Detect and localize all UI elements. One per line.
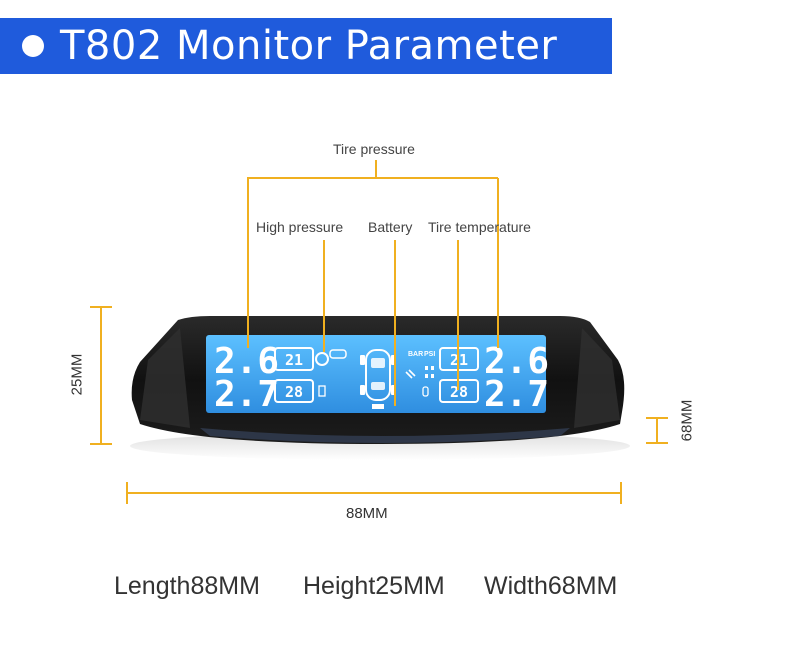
high-pressure-icon [329, 349, 347, 359]
left-rear-pressure: 2.7 [214, 374, 279, 415]
dimension-lines [90, 306, 668, 504]
left-front-temp-box [274, 347, 314, 371]
left-rear-temp-box [274, 379, 314, 403]
title-banner: T802 Monitor Parameter [0, 18, 612, 74]
battery-icon [372, 404, 384, 409]
height-dimension-label: 25MM [68, 353, 86, 396]
temperature-icon [422, 386, 429, 397]
lcd-screen [206, 335, 546, 413]
bullet-icon [22, 35, 44, 57]
length-dimension-label: 88MM [346, 505, 388, 522]
right-rear-temp: 28 [450, 383, 468, 401]
page-title: T802 Monitor Parameter [60, 23, 558, 69]
sensor-icon [425, 366, 434, 378]
callout-tire-temperature: Tire temperature [428, 219, 531, 235]
car-icon [360, 349, 396, 401]
spec-height: Height25MM [303, 572, 445, 600]
body-left-facet [140, 328, 190, 428]
right-rear-pressure: 2.7 [484, 374, 549, 415]
tire-warning-icon [315, 352, 329, 366]
callout-tire-pressure: Tire pressure [333, 141, 415, 157]
left-front-pressure: 2.6 [214, 341, 279, 382]
battery-level-icon [318, 385, 326, 397]
unit-bar: BAR [408, 351, 423, 358]
specs-row: Length88MM Height25MM Width68MM [0, 572, 800, 608]
spec-length: Length88MM [114, 572, 260, 600]
left-front-temp: 21 [285, 351, 303, 369]
callout-battery: Battery [368, 219, 413, 235]
spec-width: Width68MM [484, 572, 618, 600]
body-bottom-edge [200, 428, 570, 443]
unit-psi: PSI [424, 351, 435, 358]
body-right-facet [574, 328, 620, 428]
left-rear-temp: 28 [285, 383, 303, 401]
callout-lines [247, 160, 499, 406]
link-icon [405, 369, 416, 379]
callout-high-pressure: High pressure [256, 219, 344, 235]
width-dimension-label: 68MM [678, 399, 696, 442]
right-front-pressure: 2.6 [484, 341, 549, 382]
